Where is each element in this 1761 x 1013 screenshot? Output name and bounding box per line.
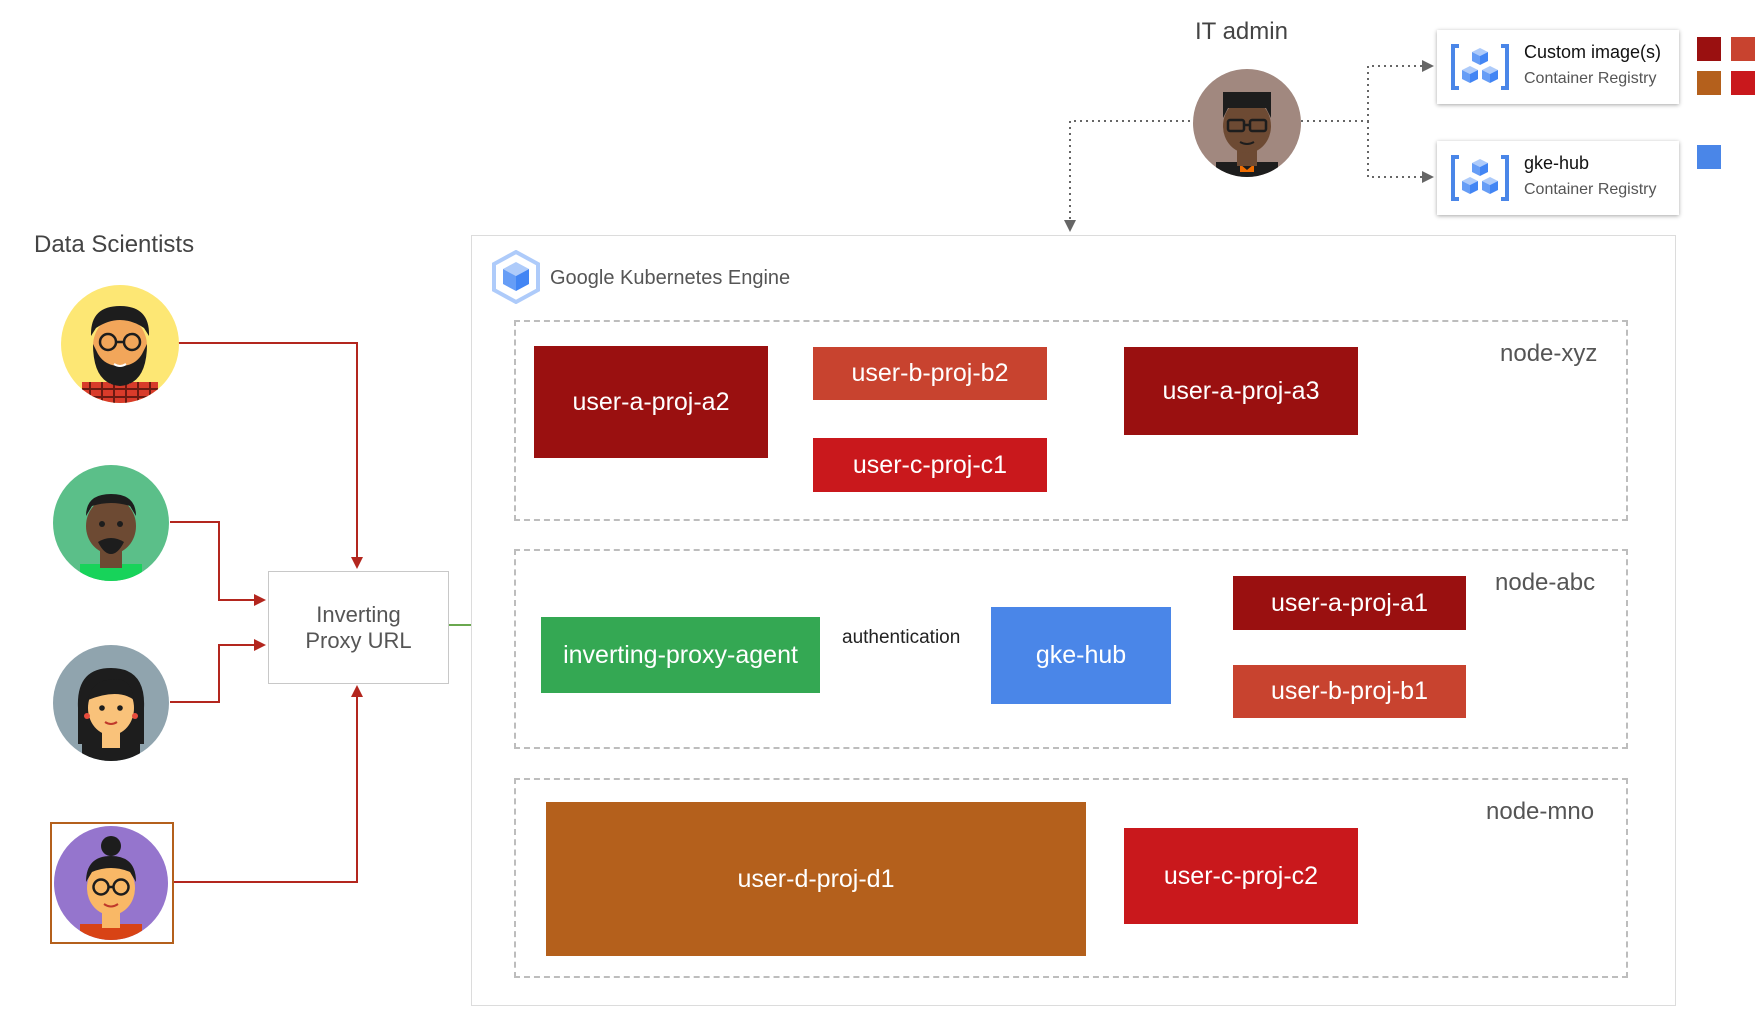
- data-scientist-avatar-1: [61, 285, 179, 403]
- arrow-scientist4-to-proxy: [172, 685, 363, 883]
- workload-user-a-proj-a3: user-a-proj-a3: [1124, 347, 1358, 435]
- arrow-scientist1-to-proxy: [178, 342, 363, 569]
- arrow-admin-to-custom-registry: [1301, 60, 1434, 122]
- swatch-user-b: [1731, 37, 1755, 61]
- authentication-label: authentication: [842, 627, 961, 648]
- registry-title: Custom image(s): [1524, 42, 1662, 62]
- swatch-gke-hub: [1697, 145, 1721, 169]
- data-scientist-avatar-4: [54, 826, 168, 940]
- swatch-user-c: [1731, 71, 1755, 95]
- it-admin-avatar: [1193, 69, 1301, 177]
- node-xyz-pool: [514, 320, 1628, 521]
- node-xyz-label: node-xyz: [1500, 340, 1598, 367]
- container-registry-icon: [1451, 155, 1509, 201]
- workload-user-a-proj-a2: user-a-proj-a2: [534, 346, 768, 458]
- data-scientist-avatar-2: [53, 465, 169, 581]
- workload-user-b-proj-b1: user-b-proj-b1: [1233, 665, 1466, 718]
- node-abc-label: node-abc: [1495, 569, 1596, 596]
- workload-user-d-proj-d1: user-d-proj-d1: [546, 802, 1086, 956]
- container-registry-icon: [1451, 44, 1509, 90]
- workload-user-c-proj-c1: user-c-proj-c1: [813, 438, 1047, 492]
- workload-user-c-proj-c2: user-c-proj-c2: [1124, 828, 1358, 924]
- node-abc-pool: [514, 549, 1628, 749]
- inverting-proxy-agent-box: inverting-proxy-agent: [541, 617, 820, 693]
- node-mno-label: node-mno: [1486, 798, 1595, 825]
- arrow-scientist2-to-proxy: [170, 521, 266, 606]
- registry-title: gke-hub: [1524, 153, 1590, 173]
- data-scientists-label: Data Scientists: [34, 231, 195, 258]
- gke-hub-registry-card: gke-hub Container Registry: [1437, 141, 1679, 215]
- gke-icon: [492, 250, 540, 304]
- custom-image-registry-card: Custom image(s) Container Registry: [1437, 30, 1679, 104]
- it-admin-label: IT admin: [1195, 18, 1288, 45]
- inverting-proxy-url-box: Inverting Proxy URL: [268, 571, 449, 684]
- gke-hub-box: gke-hub: [991, 607, 1171, 704]
- registry-subtitle: Container Registry: [1524, 181, 1657, 198]
- workload-user-b-proj-b2: user-b-proj-b2: [813, 347, 1047, 400]
- data-scientist-avatar-4-frame: [50, 822, 174, 944]
- arrow-admin-to-hub-registry: [1367, 121, 1434, 183]
- arrow-scientist3-to-proxy: [170, 639, 266, 703]
- data-scientist-avatar-3: [53, 645, 169, 761]
- swatch-user-d: [1697, 71, 1721, 95]
- workload-user-a-proj-a1: user-a-proj-a1: [1233, 576, 1466, 630]
- registry-subtitle: Container Registry: [1524, 70, 1657, 87]
- swatch-user-a: [1697, 37, 1721, 61]
- node-mno-pool: [514, 778, 1628, 978]
- gke-title: Google Kubernetes Engine: [550, 267, 791, 289]
- arrow-admin-to-gke: [1064, 120, 1190, 232]
